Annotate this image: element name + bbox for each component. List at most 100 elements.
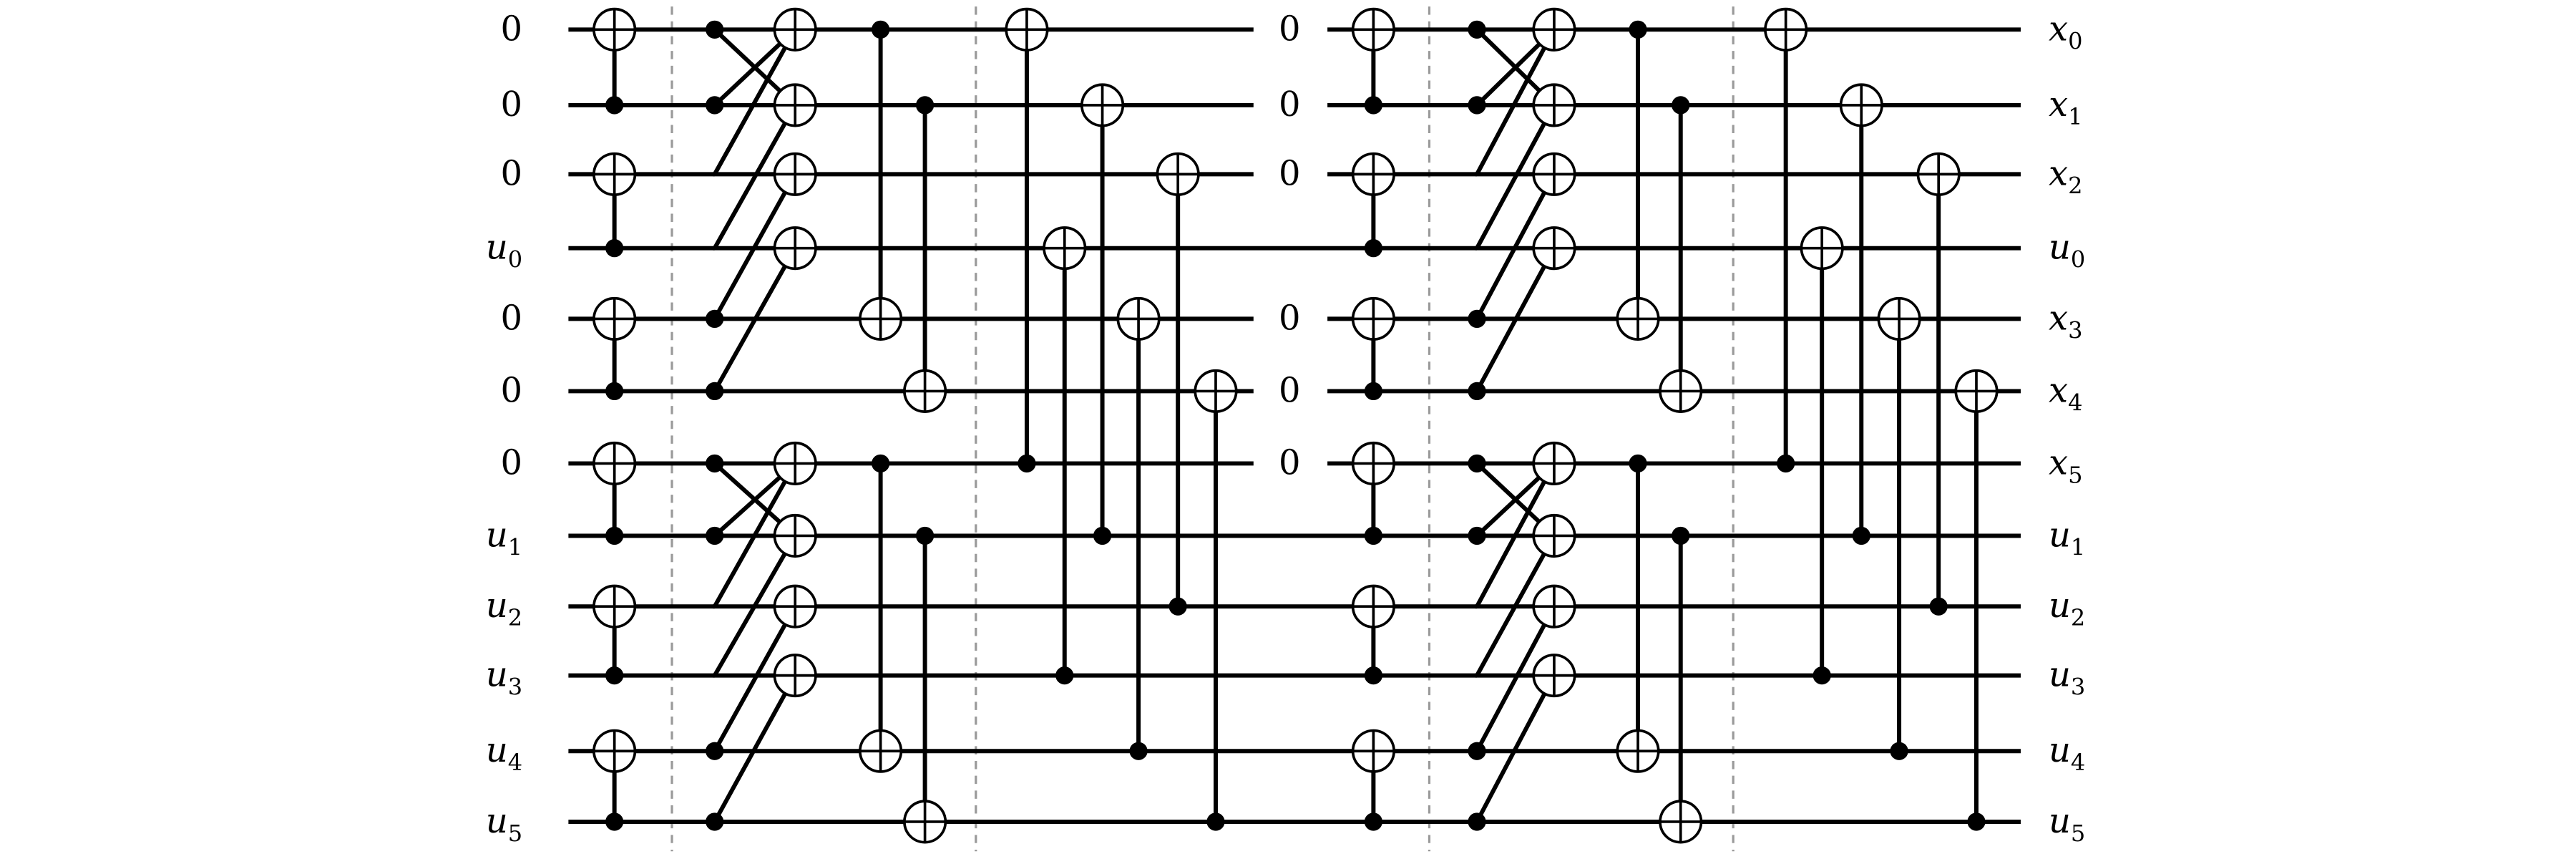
- control-dot: [1672, 96, 1690, 115]
- right-label-7: u1: [2049, 515, 2085, 560]
- middle-label-5: 0: [1279, 442, 1301, 482]
- control-dot: [1055, 666, 1074, 685]
- left-label-4-base: 0: [501, 298, 523, 338]
- left-label-3-base: u: [486, 228, 508, 268]
- right-label-3-sub: 0: [2071, 246, 2085, 273]
- control-dot: [706, 742, 724, 760]
- left-label-8-base: u: [486, 586, 508, 626]
- cross-connection: [1475, 173, 1556, 320]
- right-label-5-base: x: [2049, 370, 2068, 410]
- right-label-8-base: u: [2049, 586, 2071, 626]
- cross-connection: [1475, 462, 1556, 608]
- stage-separators: [670, 6, 1735, 852]
- right-label-0-sub: 0: [2068, 27, 2082, 54]
- right-label-9: u3: [2049, 655, 2085, 701]
- cross-connection: [1475, 247, 1556, 392]
- cross-connection: [713, 674, 797, 823]
- left-label-11: u5: [486, 801, 522, 847]
- left-label-7: u1: [486, 515, 522, 560]
- left-label-7-base: u: [486, 515, 508, 555]
- right-label-11-base: u: [2049, 801, 2071, 841]
- right-label-9-sub: 3: [2071, 674, 2085, 701]
- control-dot: [605, 812, 624, 831]
- right-label-5-sub: 4: [2068, 389, 2082, 416]
- control-dot: [605, 526, 624, 545]
- right-label-3-base: u: [2049, 228, 2071, 268]
- left-label-10-sub: 4: [508, 749, 522, 776]
- control-dot: [1629, 20, 1647, 39]
- control-dot: [1468, 454, 1486, 473]
- left-label-10: u4: [486, 730, 522, 776]
- right-label-0-base: x: [2049, 9, 2068, 49]
- control-dot: [1629, 454, 1647, 473]
- control-dot: [1364, 666, 1383, 685]
- cross-connection: [713, 534, 797, 677]
- right-label-1-base: x: [2049, 84, 2068, 125]
- cnot-gates: [592, 7, 1999, 844]
- control-dot: [706, 454, 724, 473]
- middle-label-4: 0: [1279, 370, 1301, 410]
- control-dot: [706, 382, 724, 401]
- left-label-2-base: 0: [501, 153, 523, 193]
- control-dot: [706, 96, 724, 115]
- control-dot: [1967, 812, 1986, 831]
- right-label-7-base: u: [2049, 515, 2071, 555]
- middle-label-0: 0: [1279, 9, 1301, 49]
- control-dot: [1169, 597, 1187, 616]
- control-dot: [706, 812, 724, 831]
- control-dot: [1468, 20, 1486, 39]
- left-label-5-base: 0: [501, 370, 523, 410]
- left-label-1-base: 0: [501, 84, 523, 125]
- cross-connection: [1475, 674, 1556, 823]
- control-dot: [1468, 742, 1486, 760]
- control-dot: [1777, 454, 1795, 473]
- left-label-0-base: 0: [501, 9, 523, 49]
- control-dot: [871, 454, 890, 473]
- left-label-11-sub: 5: [508, 820, 522, 847]
- right-label-10-sub: 4: [2071, 749, 2085, 776]
- cross-connection: [1475, 605, 1556, 752]
- control-dot: [706, 309, 724, 329]
- control-dot: [1364, 96, 1383, 115]
- control-dot: [871, 20, 890, 39]
- control-dot: [1129, 742, 1148, 760]
- cross-connection: [1475, 28, 1556, 175]
- control-dot: [915, 526, 935, 545]
- control-dot: [605, 96, 624, 115]
- control-dot: [1929, 597, 1948, 616]
- control-dot: [1672, 526, 1690, 545]
- right-label-1: x1: [2049, 84, 2082, 130]
- control-dot: [706, 526, 724, 545]
- control-dot: [605, 239, 624, 258]
- right-label-8: u2: [2049, 586, 2085, 631]
- cross-connection: [713, 462, 797, 608]
- right-label-5: x4: [2049, 370, 2082, 416]
- right-label-2-base: x: [2049, 153, 2068, 193]
- control-dot: [1206, 812, 1225, 831]
- crossing-connections: [713, 28, 1556, 823]
- cross-connection: [713, 605, 797, 752]
- right-label-2-sub: 2: [2068, 172, 2082, 199]
- left-label-11-base: u: [486, 801, 508, 841]
- control-dot: [1018, 454, 1036, 473]
- right-label-4-sub: 3: [2068, 316, 2082, 344]
- control-dot: [1468, 382, 1486, 401]
- right-label-6-sub: 5: [2068, 461, 2082, 488]
- control-dot: [706, 20, 724, 39]
- right-label-7-sub: 1: [2071, 533, 2085, 560]
- control-dot: [1468, 96, 1486, 115]
- right-label-6: x5: [2049, 442, 2082, 488]
- left-label-9: u3: [486, 655, 522, 701]
- control-dot: [1468, 309, 1486, 329]
- right-label-6-base: x: [2049, 442, 2068, 482]
- right-label-4-base: x: [2049, 298, 2068, 338]
- left-label-2: 0: [501, 153, 523, 193]
- right-label-11-sub: 5: [2071, 820, 2085, 847]
- control-dot: [1364, 239, 1383, 258]
- control-dot: [915, 96, 935, 115]
- left-label-9-base: u: [486, 655, 508, 695]
- left-label-3: u0: [486, 228, 522, 273]
- right-label-8-sub: 2: [2071, 604, 2085, 631]
- right-label-3: u0: [2049, 228, 2085, 273]
